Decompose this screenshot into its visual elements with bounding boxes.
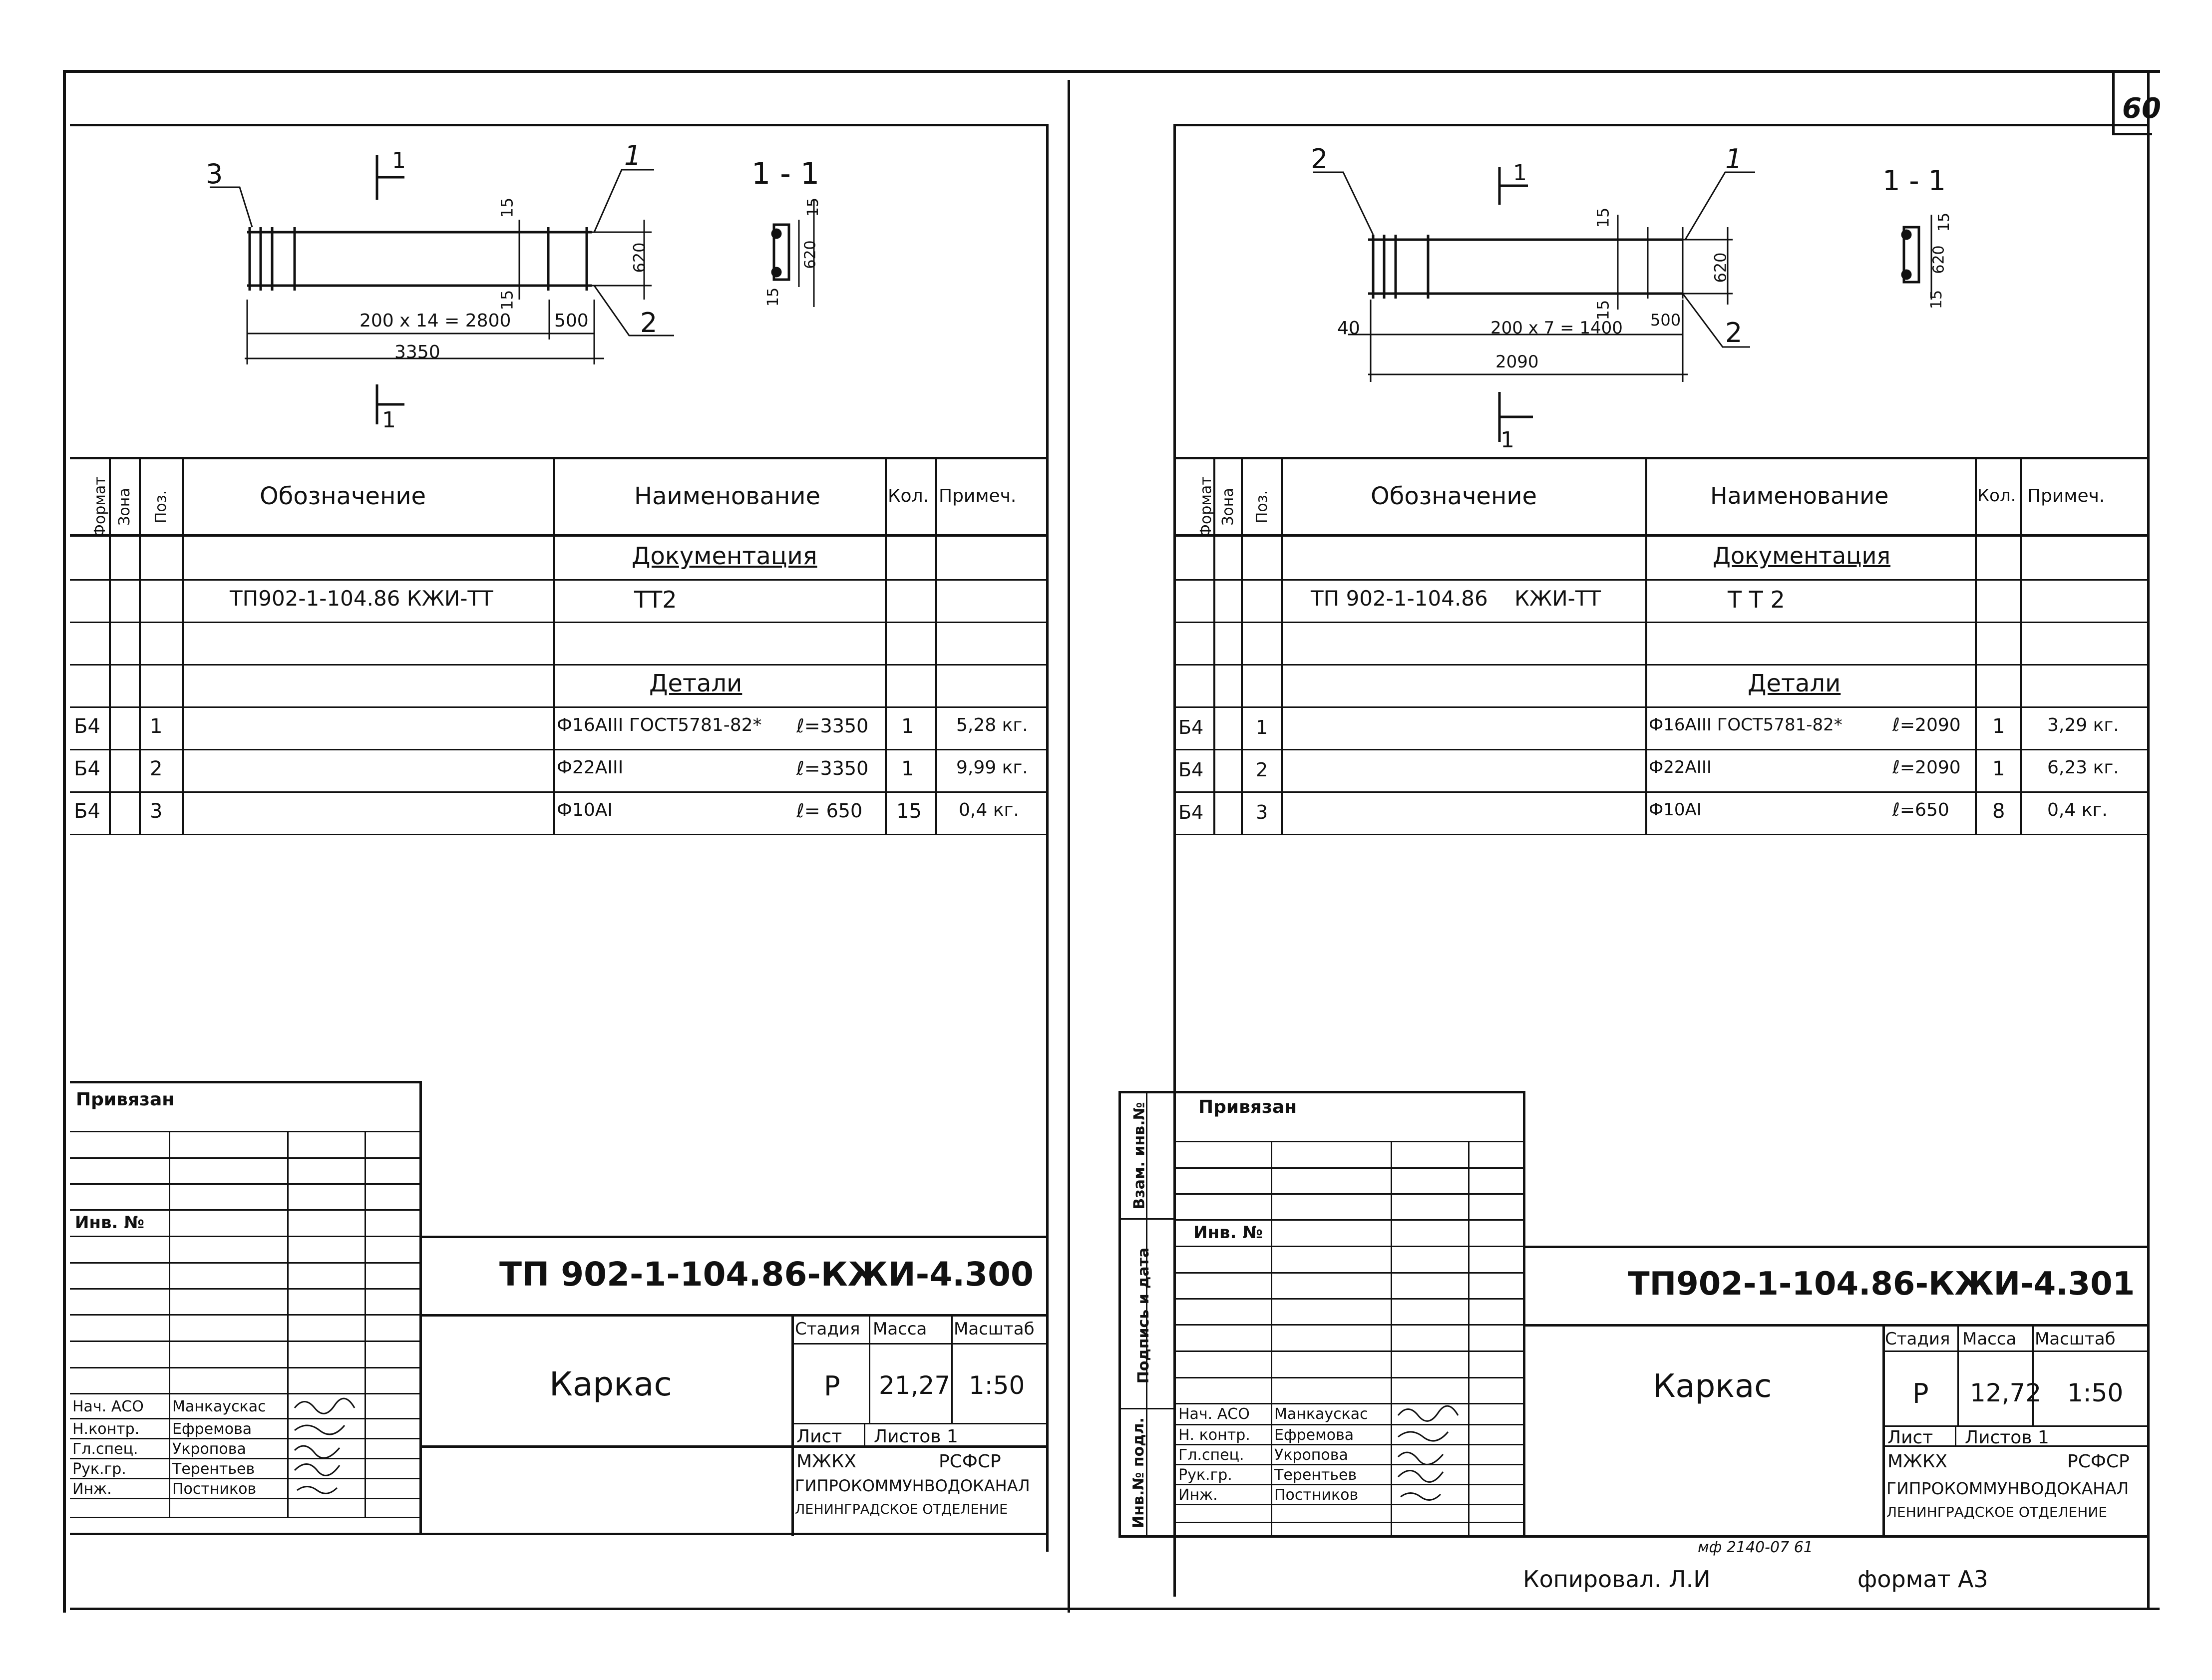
sec-620: 620 (1930, 245, 1948, 274)
cut-label-bottom: 1 (382, 407, 396, 433)
mass-header: Масса (873, 1319, 927, 1339)
col-pos: Поз. (152, 490, 170, 524)
sheet-label: Лист (1887, 1427, 1933, 1448)
dim-620: 620 (1711, 252, 1730, 283)
sheet-label: Лист (796, 1426, 842, 1447)
col-name: Наименование (634, 482, 821, 510)
sec-620: 620 (801, 240, 819, 269)
dim-500: 500 (554, 311, 589, 331)
sec-15b: 15 (1928, 290, 1946, 310)
col-note: Примеч. (939, 486, 1017, 506)
cut-label-bottom: 1 (1500, 427, 1514, 453)
section-parts: Детали (1748, 670, 1841, 697)
section-label: 1 - 1 (1882, 165, 1946, 197)
pos-2-label-end: 2 (1725, 317, 1743, 348)
inv-label: Инв. № (1193, 1223, 1263, 1243)
org-republic: РСФСР (939, 1451, 1001, 1472)
section-docs: Документация (1713, 542, 1891, 569)
side-label-replace-inv: Взам. инв.№ (1130, 1102, 1148, 1210)
dim-15-bottom: 15 (1593, 300, 1613, 321)
mass-value: 12,72 (1970, 1378, 2042, 1407)
col-zone: Зона (115, 488, 133, 526)
pos-2-label: 2 (1311, 143, 1328, 175)
dim-spacing: 200 x 14 = 2800 (360, 311, 511, 331)
scale-header: Масштаб (2035, 1329, 2116, 1349)
col-designation: Обозначение (260, 482, 426, 510)
org-republic: РСФСР (2067, 1451, 2130, 1472)
dim-15-top: 15 (497, 197, 517, 218)
doc-name: Т Т 2 (1728, 586, 1785, 613)
side-label-inv-orig: Инв.№ подл. (1129, 1417, 1147, 1528)
drawing-code: ТП 902-1-104.86-КЖИ-4.300 (499, 1255, 1034, 1294)
section-docs: Документация (632, 542, 817, 570)
inv-label: Инв. № (75, 1213, 145, 1233)
footer-copied: Копировал. Л.И (1523, 1566, 1711, 1593)
cut-label-top: 1 (392, 148, 406, 173)
dim-500: 500 (1650, 311, 1681, 330)
col-qty: Кол. (888, 486, 929, 506)
org-branch: ЛЕНИНГРАДСКОЕ ОТДЕЛЕНИЕ (1886, 1504, 2107, 1520)
dim-total: 2090 (1495, 352, 1539, 372)
mass-value: 21,27 (879, 1371, 951, 1400)
org-institute: ГИПРОКОММУНВОДОКАНАЛ (795, 1476, 1030, 1495)
sec-15b: 15 (764, 287, 782, 307)
sheets-count-label: Листов 1 (1965, 1427, 2049, 1448)
org-ministry: МЖКХ (1887, 1451, 1948, 1472)
stage-header: Стадия (795, 1319, 860, 1339)
scale-header: Масштаб (954, 1319, 1035, 1339)
scale-value: 1:50 (969, 1371, 1025, 1400)
drawing-title: Каркас (549, 1365, 672, 1403)
col-format: Формат (91, 476, 109, 537)
col-qty: Кол. (1977, 486, 2016, 506)
stage-header: Стадия (1885, 1329, 1950, 1349)
pos-1-label: 1 (624, 140, 642, 171)
doc-designation: ТП902-1-104.86 КЖИ-ТТ (230, 586, 493, 611)
stage-value: Р (824, 1370, 840, 1402)
dim-15-bottom: 15 (497, 290, 517, 311)
dim-620: 620 (630, 242, 649, 273)
col-designation: Обозначение (1371, 482, 1537, 510)
col-format: Формат (1197, 476, 1215, 537)
pos-3-label: 3 (206, 158, 223, 190)
stage-value: Р (1912, 1378, 1929, 1409)
footer-format: формат А3 (1857, 1566, 1988, 1593)
dim-total: 3350 (394, 342, 440, 362)
org-ministry: МЖКХ (796, 1451, 857, 1472)
footer-stamp: мф 2140-07 61 (1698, 1539, 1813, 1556)
org-institute: ГИПРОКОММУНВОДОКАНАЛ (1886, 1479, 2129, 1498)
org-branch: ЛЕНИНГРАДСКОЕ ОТДЕЛЕНИЕ (795, 1502, 1008, 1517)
col-note: Примеч. (2027, 486, 2105, 506)
pos-1-label: 1 (1725, 143, 1743, 175)
sec-15a: 15 (804, 197, 822, 217)
sec-15a: 15 (1935, 212, 1953, 232)
pos-2-label: 2 (640, 307, 658, 338)
doc-designation: ТП 902-1-104.86 КЖИ-ТТ (1311, 586, 1601, 611)
section-label: 1 - 1 (751, 156, 820, 191)
drawing-code: ТП902-1-104.86-КЖИ-4.301 (1628, 1266, 2135, 1303)
cut-label-top: 1 (1513, 160, 1527, 186)
col-name: Наименование (1710, 482, 1889, 509)
bound-label: Привязан (76, 1089, 175, 1110)
drawing-title: Каркас (1653, 1368, 1772, 1405)
section-parts: Детали (649, 670, 742, 697)
dim-spacing: 200 x 7 = 1400 (1490, 318, 1623, 338)
scale-value: 1:50 (2067, 1378, 2124, 1407)
dim-15-top: 15 (1593, 207, 1613, 228)
sheets-count-label: Листов 1 (874, 1426, 958, 1447)
bound-label: Привязан (1198, 1097, 1297, 1117)
dim-40: 40 (1337, 318, 1360, 338)
col-zone: Зона (1219, 488, 1237, 526)
col-pos: Поз. (1253, 490, 1271, 524)
doc-name: ТТ2 (634, 586, 677, 613)
page-number: 60 (2122, 92, 2161, 125)
side-label-sign-date: Подпись и дата (1135, 1247, 1153, 1384)
mass-header: Масса (1962, 1329, 2017, 1349)
